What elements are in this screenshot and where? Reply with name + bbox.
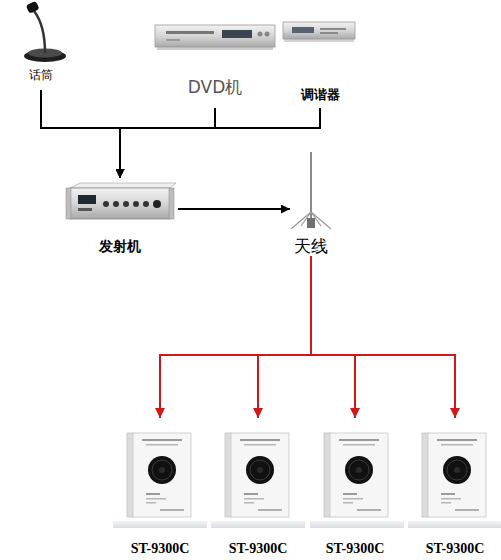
receiver-illustration xyxy=(408,433,501,528)
node-label: 话筒 xyxy=(29,69,53,82)
receiver-illustration xyxy=(211,433,305,528)
signal-connector xyxy=(160,256,311,418)
transmitter-display xyxy=(78,195,96,204)
node-label: 调谐器 xyxy=(301,88,340,102)
receiver-node: ST-9300C xyxy=(213,418,303,558)
transmitter-node: 发射机 xyxy=(62,178,178,255)
signal-connector xyxy=(258,256,311,418)
dvd-body xyxy=(155,25,275,47)
dvd-tray xyxy=(166,31,214,34)
dvd-node: DVD机 xyxy=(150,18,280,108)
tuner-node: 调谐器 xyxy=(280,18,360,108)
tuner-buttons xyxy=(320,32,338,34)
node-label: 发射机 xyxy=(99,239,141,254)
transmitter-knob xyxy=(103,201,109,207)
transmitter-top xyxy=(70,183,176,188)
mic-gooseneck xyxy=(34,11,45,53)
microphone-illustration xyxy=(24,1,66,62)
signal-connector xyxy=(120,108,320,178)
tuner-buttons xyxy=(320,28,346,30)
signal-connector xyxy=(41,90,120,178)
microphone-node: 话筒 xyxy=(8,0,74,90)
tuner-shadow xyxy=(284,39,354,42)
transmitter-knob xyxy=(133,201,139,207)
receiver-node: ST-9300C xyxy=(410,418,500,558)
node-label: ST-9300C xyxy=(229,541,288,556)
signal-connector xyxy=(311,256,355,418)
node-label: DVD机 xyxy=(188,78,243,97)
rack-ear xyxy=(66,188,71,219)
rack-ear xyxy=(169,188,174,219)
node-label: 天线 xyxy=(294,237,328,256)
dvd-player-illustration xyxy=(155,25,275,50)
node-label: ST-9300C xyxy=(131,541,190,556)
tuner-illustration xyxy=(283,22,355,42)
receiver-illustration xyxy=(113,433,207,528)
dvd-logo xyxy=(166,39,180,41)
receiver-illustrations xyxy=(113,433,501,528)
transmitter-body xyxy=(70,188,170,219)
transmitter-switch xyxy=(78,208,92,211)
node-label: ST-9300C xyxy=(326,541,385,556)
receiver-node: ST-9300C xyxy=(115,418,205,558)
transmitter-knob xyxy=(123,201,129,207)
transmitter-illustration xyxy=(66,183,176,219)
dvd-shadow xyxy=(157,47,273,50)
signal-connector xyxy=(120,108,215,178)
dvd-button xyxy=(265,32,270,37)
signal-connector xyxy=(178,208,290,210)
tuner-body xyxy=(283,22,355,39)
receiver-illustration xyxy=(310,433,404,528)
antenna-node: 天线 xyxy=(290,148,332,256)
antenna-base xyxy=(307,218,315,228)
mic-head xyxy=(26,1,40,14)
transmitter-knob xyxy=(113,201,119,207)
transmitter-knob xyxy=(153,200,161,208)
antenna-mast xyxy=(310,152,312,222)
receiver-node: ST-9300C xyxy=(310,418,400,558)
dvd-button xyxy=(258,32,263,37)
signal-connector xyxy=(311,256,455,418)
tuner-display xyxy=(292,27,314,33)
antenna-illustration xyxy=(291,152,331,229)
node-label: ST-9300C xyxy=(426,541,485,556)
dvd-display xyxy=(222,30,252,38)
transmitter-knob xyxy=(143,201,149,207)
